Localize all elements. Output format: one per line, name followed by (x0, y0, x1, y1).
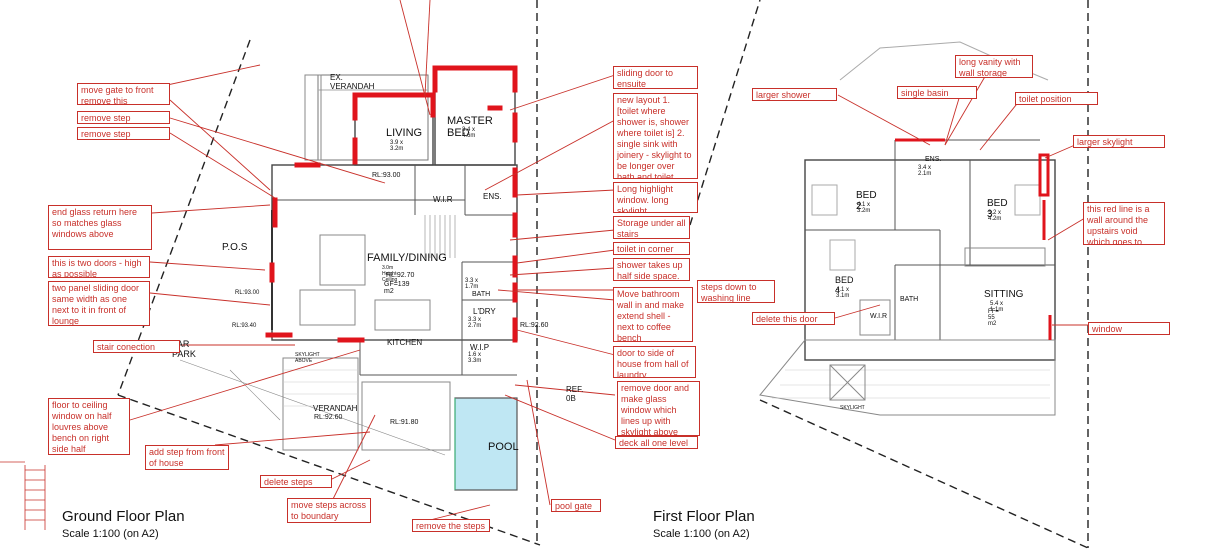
note-sliding-door: sliding door to ensuite (613, 66, 698, 89)
first-title-block: First Floor Plan Scale 1:100 (on A2) (653, 508, 755, 540)
note-remove-the-steps: remove the steps (412, 519, 490, 532)
note-deck: deck all one level (615, 436, 698, 449)
label-wip-size: 1.6 x 3.3m (468, 352, 482, 364)
note-steps-down: steps down to washing line (697, 280, 775, 303)
label-family: FAMILY/DINING (367, 252, 447, 264)
note-single-basin: single basin (897, 86, 977, 99)
label-bed3-size: 3.2 x 4.2m (988, 210, 1002, 222)
label-ldry: L'DRY (473, 307, 496, 316)
label-ens: ENS. (483, 192, 502, 201)
first-plan-title: First Floor Plan (653, 508, 755, 525)
label-living-size: 3.9 x 3.2m (390, 140, 404, 152)
label-ff: FF= 55 m2 (988, 309, 999, 327)
label-living: LIVING (386, 127, 423, 139)
note-long-vanity: long vanity with wall storage (955, 55, 1033, 78)
label-bath-first: BATH (900, 296, 919, 303)
label-master-bed: MASTER BED (447, 115, 493, 139)
label-verandah-rl: RL:92.60 (314, 414, 343, 421)
ground-title-block: Ground Floor Plan Scale 1:100 (on A2) (62, 508, 185, 540)
label-ldry-size: 3.3 x 2.7m (468, 317, 482, 329)
note-remove-door: remove door and make glass window which … (617, 381, 700, 436)
note-two-panel: two panel sliding door same width as one… (48, 281, 150, 326)
note-delete-door: delete this door (752, 312, 835, 325)
ground-plan-title: Ground Floor Plan (62, 508, 185, 525)
note-storage: Storage under all stairs (613, 216, 690, 239)
label-bed2-size: 4.1 x 3.2m (857, 202, 871, 214)
note-delete-steps: delete steps (260, 475, 332, 488)
label-bath: BATH (472, 291, 491, 298)
note-move-steps: move steps across to boundary (287, 498, 371, 523)
first-plan-scale: Scale 1:100 (on A2) (653, 528, 750, 540)
label-rl-9340: RL:93.40 (232, 323, 257, 329)
note-floor-ceiling: floor to ceiling window on half louvres … (48, 398, 130, 455)
note-door-side: door to side of house from hall of laund… (613, 346, 696, 378)
note-remove-step-2: remove step (77, 127, 170, 140)
label-family-sub: 3.0m Height Ceiling (382, 265, 398, 283)
note-new-layout: new layout 1. [toilet where shower is, s… (613, 93, 698, 179)
ground-floor-plan (0, 0, 541, 546)
label-skylight: SKYLIGHT (840, 405, 865, 411)
label-kitchen: KITCHEN (387, 338, 423, 347)
label-pos: P.O.S (222, 242, 248, 253)
note-larger-shower: larger shower (752, 88, 837, 101)
label-wir-first: W.I.R (870, 313, 888, 320)
label-rl-9180: RL:91.80 (390, 419, 419, 426)
label-sitting: SITTING (984, 289, 1024, 300)
note-red-line: this red line is a wall around the upsta… (1083, 202, 1165, 245)
note-add-step: add step from front of house (145, 445, 229, 470)
ground-plan-scale: Scale 1:100 (on A2) (62, 528, 159, 540)
label-sitting-size: 5.4 x 1.1m (990, 301, 1004, 313)
note-move-bathroom: Move bathroom wall in and make extend sh… (613, 287, 693, 342)
label-wir: W.I.R (433, 195, 453, 204)
label-skylight-above: SKYLIGHT ABOVE (295, 352, 320, 364)
label-pool: POOL (488, 441, 519, 453)
note-larger-skylight: larger skylight (1073, 135, 1165, 148)
note-window: window (1088, 322, 1170, 335)
label-bed3: BED 3 (987, 198, 1008, 220)
leader-lines (129, 0, 1091, 521)
note-move-gate: move gate to front remove this (77, 83, 170, 105)
label-rl-9260: RL:92.60 (520, 322, 549, 329)
note-stair-connection: stair conection (93, 340, 180, 353)
note-end-glass: end glass return here so matches glass w… (48, 205, 152, 250)
label-master-bed-size: 3.4 x 4.6m (462, 127, 476, 139)
label-ref: REF. 0B (566, 385, 584, 403)
label-ex-verandah: EX. VERANDAH (330, 73, 375, 91)
label-rl-living: RL:93.00 (372, 172, 401, 179)
note-long-highlight: Long highlight window. long skylight (613, 182, 698, 213)
label-ens-first: ENS. (925, 156, 942, 163)
note-pool-gate: pool gate (551, 499, 601, 512)
label-car-park: TAR PARK (172, 339, 196, 359)
label-rl-9300-left: RL:93.00 (235, 290, 260, 296)
note-toilet-position: toilet position (1015, 92, 1098, 105)
first-floor-plan (689, 0, 1089, 549)
ground-red-walls (265, 65, 518, 343)
note-shower-takes: shower takes up half side space. (613, 258, 690, 281)
label-bed2: BED 2 (856, 190, 877, 212)
label-wip: W.I.P (470, 343, 490, 352)
label-bed4-size: 4.1 x 3.1m (836, 287, 850, 299)
label-bed4: BED 4 (835, 275, 854, 295)
note-two-doors: this is two doors - high as possible (48, 256, 150, 278)
label-family-gf: GF=139 m2 (384, 281, 410, 295)
label-family-rl: RL:92.70 (386, 272, 415, 279)
label-verandah: VERANDAH (313, 404, 358, 413)
label-bath-size: 3.3 x 1.7m (465, 278, 479, 290)
note-toilet-corner: toilet in corner (613, 242, 690, 255)
label-ens-size: 3.4 x 2.1m (918, 165, 932, 177)
note-remove-step: remove step (77, 111, 170, 124)
